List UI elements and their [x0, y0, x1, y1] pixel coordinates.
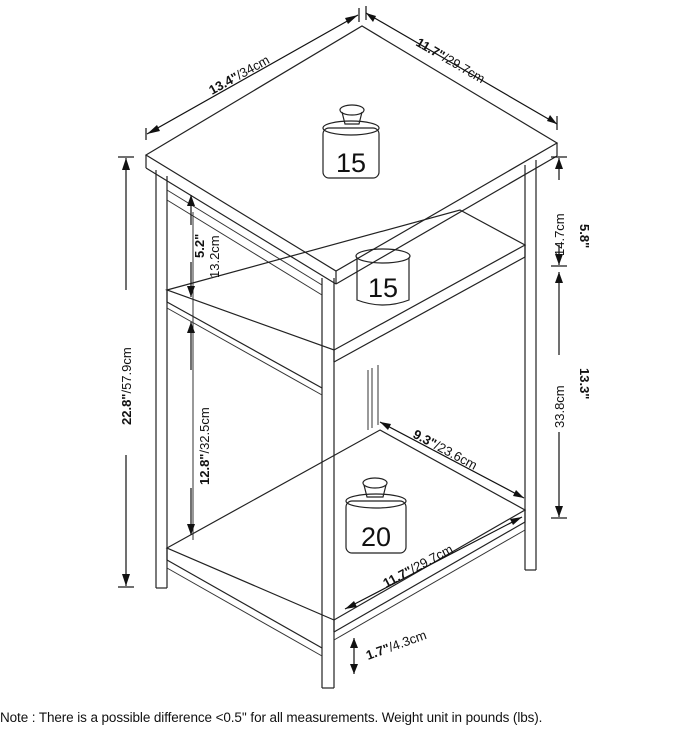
- dim-bottom-depth: 9.3"/23.6cm: [379, 421, 525, 499]
- dim-overall-height-imperial: 22.8": [119, 394, 134, 425]
- dim-top-width-metric: /29.7cm: [440, 50, 488, 86]
- dim-bottom-depth-metric: /23.6cm: [432, 438, 480, 473]
- dim-top-depth-metric: /34cm: [234, 52, 272, 82]
- svg-text:12.8"/32.5cm: 12.8"/32.5cm: [197, 407, 212, 485]
- dim-floor-clearance: 1.7"/4.3cm: [350, 627, 428, 674]
- dim-top-width: 11.7"/29.7cm: [365, 6, 558, 130]
- svg-text:13.4"/34cm: 13.4"/34cm: [206, 52, 272, 98]
- dim-top-gap: 5.2" 13.2cm: [187, 195, 222, 297]
- middle-shelf: [165, 209, 527, 396]
- svg-text:13.2cm: 13.2cm: [207, 235, 222, 278]
- weight-top-label: 15: [336, 148, 366, 178]
- front-center-leg: [321, 278, 335, 689]
- weight-top: 15: [322, 104, 380, 179]
- svg-text:5.2": 5.2": [192, 234, 207, 258]
- dim-top-depth: 13.4"/34cm: [145, 8, 360, 140]
- svg-text:5.8": 5.8": [577, 224, 592, 248]
- bottom-shelf: [165, 429, 527, 657]
- svg-text:13.3": 13.3": [577, 368, 592, 399]
- dim-floor-clearance-metric: /4.3cm: [387, 627, 429, 654]
- dim-right-gap-metric: 33.8cm: [552, 385, 567, 428]
- dim-overall-height-metric: /57.9cm: [119, 347, 134, 393]
- dim-top-thickness-imperial: 5.8": [577, 224, 592, 248]
- end-table: [144, 25, 559, 689]
- back-right-leg: [367, 365, 379, 430]
- dim-right-gap: 33.8cm 13.3": [551, 272, 592, 519]
- dim-top-gap-imperial: 5.2": [192, 234, 207, 258]
- svg-text:1.7"/4.3cm: 1.7"/4.3cm: [364, 627, 429, 663]
- svg-text:14.7cm: 14.7cm: [552, 213, 567, 256]
- svg-text:11.7"/29.7cm: 11.7"/29.7cm: [414, 35, 488, 86]
- front-left-leg: [155, 170, 168, 589]
- dim-overall-height: 22.8"/57.9cm: [118, 156, 134, 588]
- dim-bottom-width-metric: /29.7cm: [408, 541, 456, 576]
- dim-middle-gap-imperial: 12.8": [197, 454, 212, 485]
- svg-text:22.8"/57.9cm: 22.8"/57.9cm: [119, 347, 134, 425]
- weight-bottom: 20: [345, 477, 407, 554]
- weight-bottom-label: 20: [361, 522, 391, 552]
- dim-top-gap-metric: 13.2cm: [207, 235, 222, 278]
- dim-top-thickness-metric: 14.7cm: [552, 213, 567, 256]
- weight-middle: 15: [355, 248, 411, 306]
- right-leg: [524, 160, 537, 571]
- dim-top-thickness: 14.7cm 5.8": [551, 156, 592, 267]
- dim-middle-gap-metric: /32.5cm: [197, 407, 212, 453]
- measurement-note: Note : There is a possible difference <0…: [0, 710, 543, 725]
- dim-right-gap-imperial: 13.3": [577, 368, 592, 399]
- dim-middle-gap: 12.8"/32.5cm: [187, 322, 212, 535]
- svg-text:33.8cm: 33.8cm: [552, 385, 567, 428]
- weight-middle-label: 15: [368, 273, 398, 303]
